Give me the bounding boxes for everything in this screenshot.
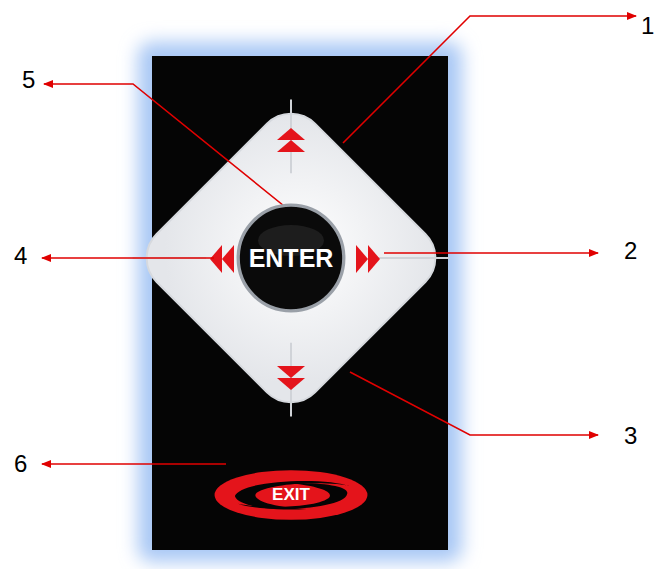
callout-number: 4 [14,244,27,268]
enter-button: ENTER [236,203,346,313]
callout-number: 1 [641,14,654,38]
callout-number: 6 [14,452,27,476]
callout-number: 3 [624,424,637,448]
button-label: ENTER [249,244,334,273]
button-label: EXIT [272,485,310,505]
leader-lines [42,16,636,464]
exit-button: EXIT [213,468,369,522]
callout-number: 5 [22,68,35,92]
callout-number: 2 [624,239,637,263]
